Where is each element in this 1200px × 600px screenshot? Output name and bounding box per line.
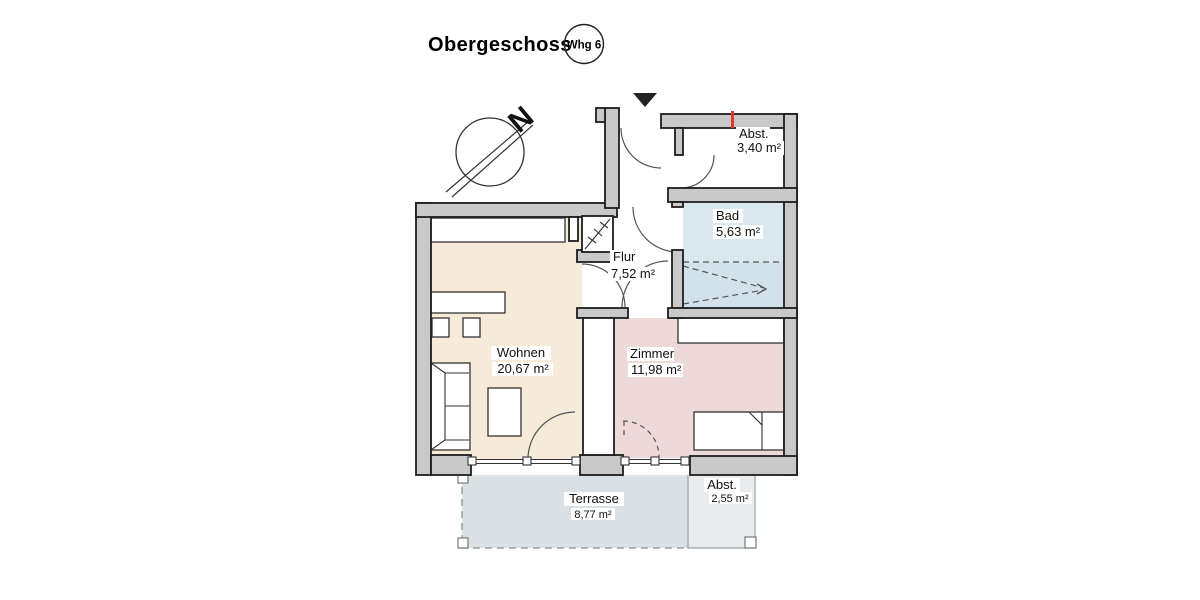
label-wohnen: Wohnen 20,67 m² [491, 345, 553, 376]
window-mullion [650, 456, 660, 466]
abst-top-door-arc [680, 154, 715, 189]
north-letter: N [502, 100, 540, 139]
sideboard [430, 291, 506, 314]
label-bad: Bad 5,63 m² [713, 208, 763, 239]
walls [415, 107, 798, 476]
bad-door-arc [632, 206, 679, 253]
wall-bottom-left-block [430, 454, 472, 476]
label-abst-top: Abst. 3,40 m² [734, 126, 784, 155]
wall-entry-corridor-left [604, 107, 620, 209]
zimmer-name: Zimmer [630, 346, 675, 361]
unit-badge: Whg 6 [563, 23, 605, 65]
wohnen-name: Wohnen [497, 345, 545, 360]
wall-wohnen-zimmer-partition [582, 317, 615, 456]
label-flur: Flur 7,52 m² [608, 249, 659, 281]
wall-bottom-right-block [689, 455, 798, 476]
abst-bottom-name: Abst. [707, 477, 737, 492]
wall-window-pier [579, 454, 624, 476]
terrasse-name: Terrasse [569, 491, 619, 506]
red-wall-marker [731, 111, 734, 128]
abst-bottom-border [687, 475, 756, 549]
label-zimmer: Zimmer 11,98 m² [627, 346, 683, 377]
terrasse-area: 8,77 m² [574, 509, 612, 521]
bad-area: 5,63 m² [716, 224, 761, 239]
sofa [430, 362, 471, 451]
window-mullion [467, 456, 477, 466]
bad-name: Bad [716, 208, 739, 223]
entrance-arrow-icon [633, 93, 657, 107]
installation-shaft [581, 215, 614, 253]
partition-walls [568, 215, 615, 456]
label-abst-bottom: Abst. 2,55 m² [704, 477, 752, 505]
coffee-table [487, 387, 522, 437]
bed [693, 411, 785, 451]
wall-top-right [660, 113, 798, 129]
wall-right-outer [783, 113, 798, 476]
kitchen-counter [430, 217, 566, 243]
stool-2 [462, 317, 481, 338]
wall-left-outer [415, 202, 432, 476]
wall-bad-door-head [671, 201, 684, 208]
wall-wohnen-pier [568, 216, 579, 242]
terrasse-door-arc [527, 411, 576, 460]
wardrobe [677, 317, 785, 344]
bad-slope-marking [682, 261, 784, 305]
wall-zimmer-top-left [576, 307, 629, 319]
wall-zimmer-top-right [667, 307, 798, 319]
abst-post-bottom-right [744, 536, 757, 549]
flur-area: 7,52 m² [611, 266, 656, 281]
wall-abst-bad-divider [667, 187, 798, 203]
wall-top-wohnen [415, 202, 618, 218]
page-title: Obergeschoss [428, 34, 572, 56]
wall-abst-stub [674, 127, 684, 156]
label-terrasse: Terrasse 8,77 m² [564, 491, 624, 521]
window-mullion [620, 456, 630, 466]
terrasse-post-bottom-left [457, 537, 469, 549]
flur-name: Flur [613, 249, 636, 264]
furniture [430, 217, 785, 451]
room-labels: Abst. 3,40 m² Bad 5,63 m² Flur 7,52 m² W… [491, 126, 784, 521]
zimmer-area: 11,98 m² [631, 362, 682, 377]
window-mullion [680, 456, 690, 466]
wohnen-area: 20,67 m² [497, 361, 549, 376]
north-compass-icon: N [445, 100, 540, 198]
abst-top-area: 3,40 m² [737, 140, 782, 155]
wall-entry-notch [595, 107, 606, 123]
slope-arrow-icon [756, 283, 768, 295]
entrance-door-arc [620, 127, 662, 169]
terrasse-boundary [457, 472, 757, 549]
bad-floor-lower [683, 262, 784, 308]
stool-1 [431, 317, 450, 338]
abst-bottom-area: 2,55 m² [711, 493, 749, 505]
window-mullion [522, 456, 532, 466]
zimmer-french-door-arc [622, 420, 660, 458]
abst-top-name: Abst. [739, 126, 769, 141]
unit-badge-label: Whg 6 [567, 40, 602, 52]
window-mullion [571, 456, 581, 466]
windows [467, 456, 690, 466]
